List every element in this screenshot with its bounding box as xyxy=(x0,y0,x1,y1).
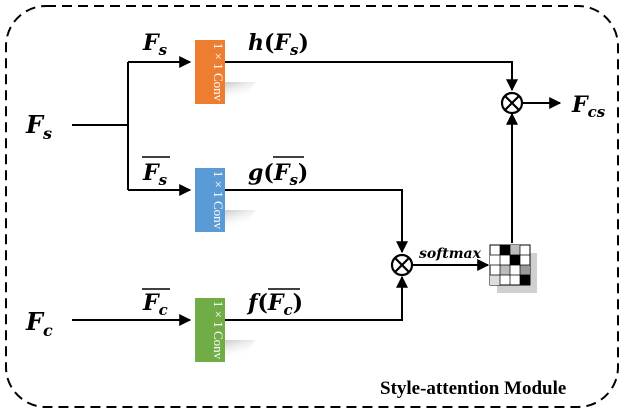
svg-text:Fc: Fc xyxy=(142,290,168,319)
input-style-label: Fs xyxy=(25,110,52,143)
conv-label-top: 1 × 1 Conv xyxy=(211,43,226,102)
branch-bottom-output-label: f(Fc) xyxy=(246,288,303,319)
connections xyxy=(72,56,562,326)
output-label: Fcs xyxy=(571,92,606,121)
svg-text:f(Fc): f(Fc) xyxy=(246,290,303,319)
branch-bottom-input-label: Fc xyxy=(142,288,170,319)
conv-block-bottom: 1 × 1 Conv xyxy=(195,298,256,362)
conv-label-bottom: 1 × 1 Conv xyxy=(211,301,226,360)
multiply-operator-middle xyxy=(390,253,414,277)
module-border xyxy=(5,5,619,408)
conv-block-top: 1 × 1 Conv xyxy=(195,40,256,104)
module-title: Style-attention Module xyxy=(380,378,566,399)
branch-middle-output-label: g(Fs) xyxy=(248,156,308,189)
input-content-label: Fc xyxy=(25,307,53,340)
attention-map-icon xyxy=(489,244,537,293)
branch-top-output-label: h(Fs) xyxy=(248,30,309,59)
branch-top-input-label: Fs xyxy=(142,30,168,59)
svg-text:Fs: Fs xyxy=(142,160,168,189)
multiply-operator-top xyxy=(500,91,524,115)
conv-label-middle: 1 × 1 Conv xyxy=(211,171,226,230)
conv-block-middle: 1 × 1 Conv xyxy=(195,168,256,232)
branch-middle-input-label: Fs xyxy=(142,156,170,189)
svg-text:g(Fs): g(Fs) xyxy=(248,160,308,189)
softmax-label: softmax xyxy=(419,246,482,262)
